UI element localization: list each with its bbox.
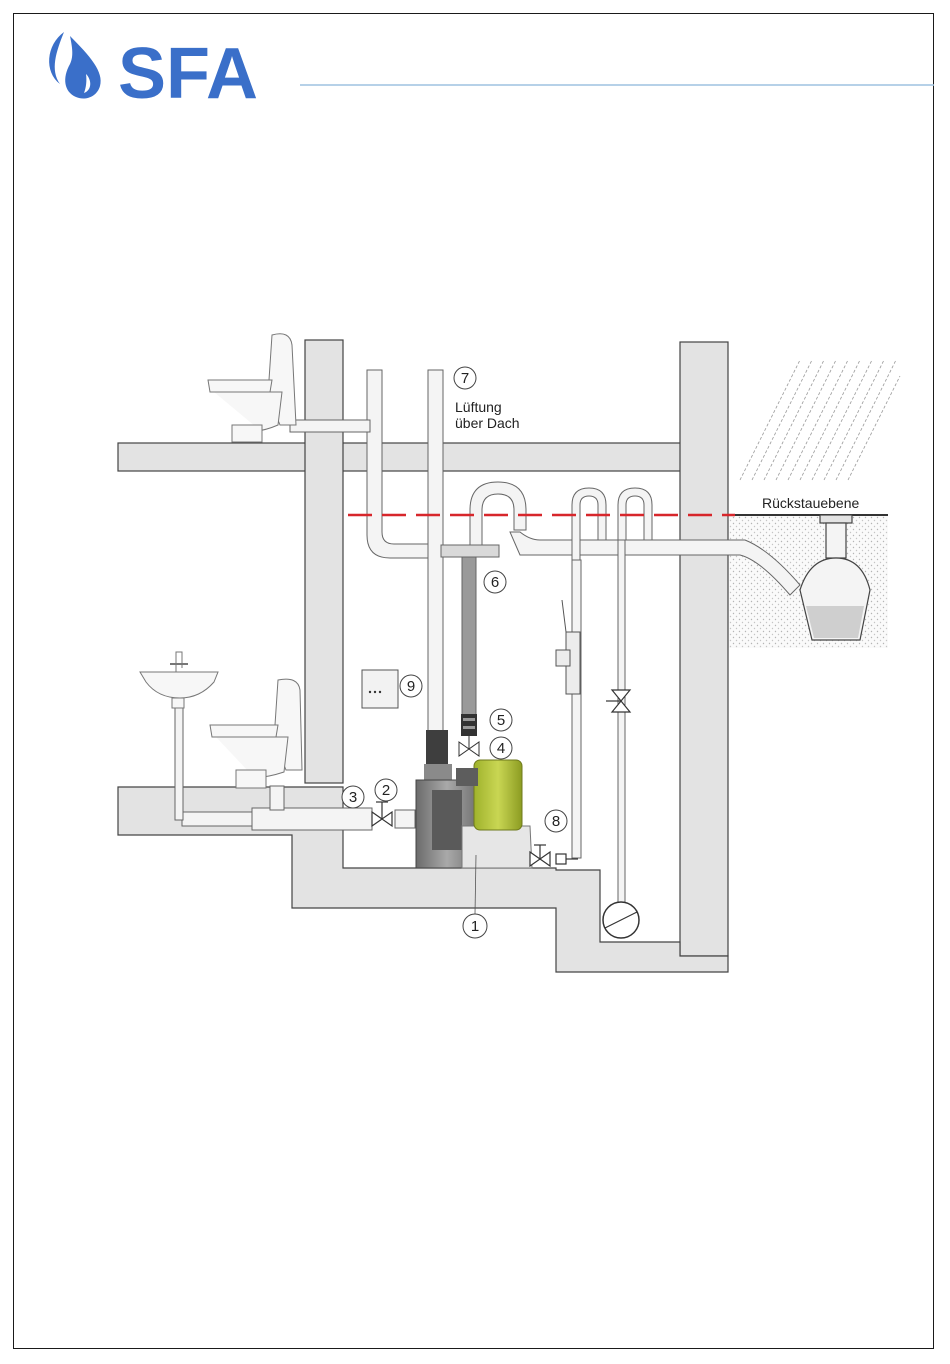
callout-1-number: 1	[471, 918, 479, 935]
callout-7: 7	[454, 367, 476, 389]
callout-8: 8	[545, 810, 567, 832]
pressure-pipe	[462, 555, 476, 715]
brand-name: SFA	[118, 34, 258, 114]
callout-9-number: 9	[407, 678, 415, 695]
ventilation-label-line2: über Dach	[455, 415, 520, 431]
vertical-gate-valve	[606, 690, 630, 712]
callout-6: 6	[484, 571, 506, 593]
wash-basin	[140, 652, 218, 708]
right-wall	[680, 342, 728, 956]
callout-7-number: 7	[461, 370, 469, 387]
callout-3: 3	[342, 786, 364, 808]
upper-floor-slab	[118, 443, 716, 471]
basement-toilet	[210, 679, 302, 788]
control-box	[362, 670, 398, 708]
inlet-gate-valve	[372, 802, 392, 826]
upper-toilet	[208, 334, 296, 442]
callout-5: 5	[490, 709, 512, 731]
drain-gate-valve	[530, 845, 578, 866]
backflow-level-label: Rückstauebene	[762, 495, 860, 511]
drain-pump-symbol	[603, 902, 639, 938]
callout-6-number: 6	[491, 574, 499, 591]
water-drop-icon	[65, 36, 100, 99]
callout-8-number: 8	[552, 813, 560, 830]
building-structure	[118, 340, 728, 972]
callout-9: 9	[400, 675, 422, 697]
lifting-station	[416, 714, 532, 868]
sfa-logo: SFA	[49, 32, 258, 114]
left-wall	[305, 340, 343, 783]
callout-2-number: 2	[382, 782, 390, 799]
callout-1: 1	[463, 914, 487, 938]
water-drop-icon	[49, 32, 64, 84]
ventilation-label-line1: Lüftung	[455, 399, 502, 415]
callout-4: 4	[490, 737, 512, 759]
callout-5-number: 5	[497, 712, 505, 729]
callout-2: 2	[375, 779, 397, 801]
callout-4-number: 4	[497, 740, 505, 757]
callout-3-number: 3	[349, 789, 357, 806]
